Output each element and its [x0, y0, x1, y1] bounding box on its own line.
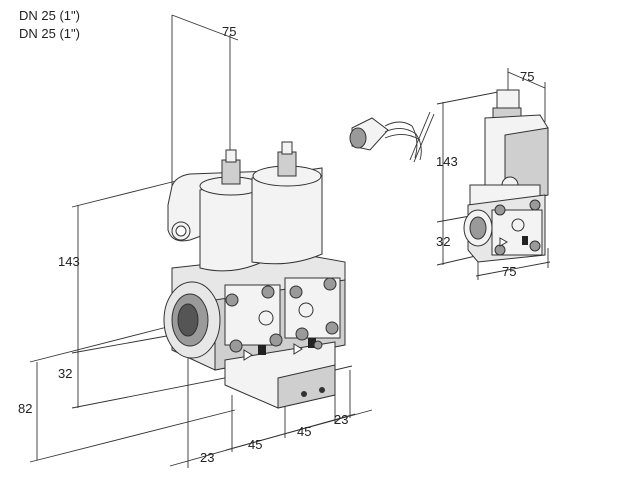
connector-plug [349, 111, 435, 163]
side-dimension-lines [436, 68, 551, 280]
header-line-2: DN 25 (1") [19, 26, 80, 41]
dim-side-width: 75 [502, 264, 516, 279]
dim-side-flange: 32 [436, 234, 450, 249]
dim-main-pitch-1: 45 [248, 437, 262, 452]
dim-main-offset: 23 [200, 450, 214, 465]
single-valve-side-view [463, 89, 549, 263]
dim-side-height: 143 [436, 154, 458, 169]
dim-main-top-depth: 75 [222, 24, 236, 39]
dim-main-total: 82 [18, 401, 32, 416]
dim-main-height: 143 [58, 254, 80, 269]
dim-main-flange: 32 [58, 366, 72, 381]
dim-main-pitch-2: 45 [297, 424, 311, 439]
dimension-labels: 75 143 32 82 23 45 45 23 75 143 32 75 [18, 24, 534, 465]
double-valve-assembly [163, 141, 353, 409]
dim-main-end: 23 [334, 412, 348, 427]
header-line-1: DN 25 (1") [19, 8, 80, 23]
dim-side-top-depth: 75 [520, 69, 534, 84]
